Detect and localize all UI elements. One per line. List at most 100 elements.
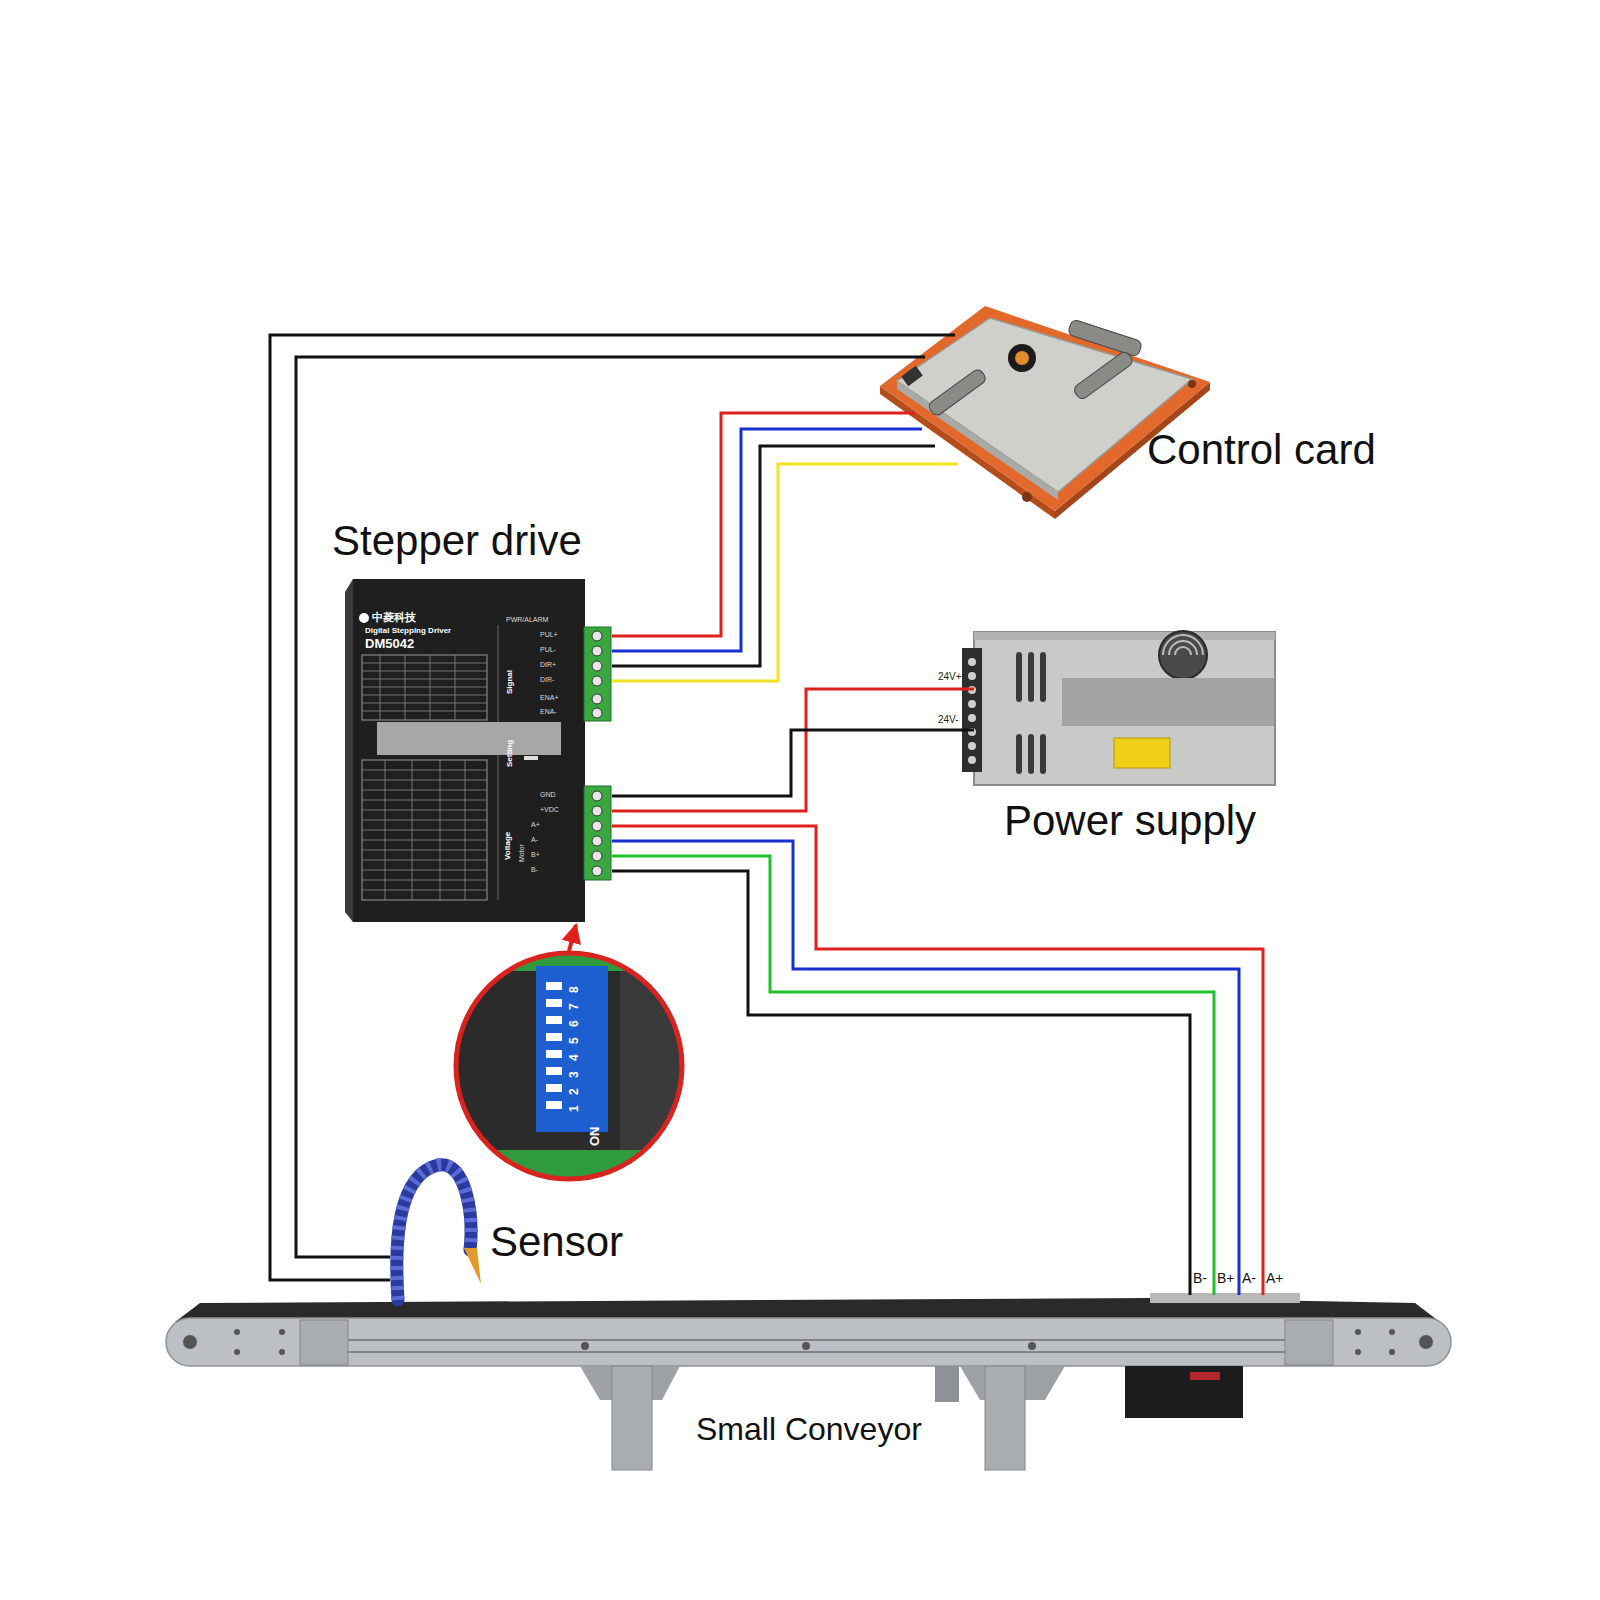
mount-hole — [1022, 492, 1032, 502]
dip-switch-mark: 8 — [568, 986, 582, 993]
terminal-strip — [454, 1150, 684, 1181]
drive-body — [353, 579, 585, 922]
section-label: Signal — [505, 670, 514, 694]
bolt — [1389, 1349, 1395, 1355]
warning-sticker — [1114, 738, 1170, 768]
pin-label: ENA+ — [540, 694, 558, 702]
zoom-view — [454, 951, 684, 1181]
card-logo — [1015, 351, 1029, 365]
dip-knob — [546, 1067, 562, 1075]
zoom-ring — [456, 953, 682, 1179]
drive-logo — [359, 613, 369, 623]
fan-grill — [1163, 635, 1203, 655]
hose-segments — [397, 1165, 471, 1300]
dip-knob — [546, 1033, 562, 1041]
dip-switch-mark: 1 — [568, 1105, 582, 1112]
pin-label: PUL+ — [540, 631, 558, 639]
dip-switch-mark: 2 — [568, 1088, 582, 1095]
pin-label: A+ — [531, 821, 540, 829]
vent-slot — [1028, 734, 1034, 774]
dip-switch-mark: 4 — [568, 1054, 582, 1061]
power-terminal — [584, 786, 611, 880]
bolt — [234, 1349, 240, 1355]
terminal-screw — [592, 676, 602, 686]
bolt — [234, 1329, 240, 1335]
wire-stub — [880, 445, 935, 448]
bolt — [1389, 1329, 1395, 1335]
pin-label: B- — [531, 866, 538, 874]
bolt — [802, 1342, 810, 1350]
motor-wire — [612, 826, 1263, 1295]
zoom-background — [454, 951, 684, 1181]
device-label: Sensor — [490, 1218, 623, 1266]
terminal-screw — [592, 791, 602, 801]
wire-stub — [880, 356, 925, 359]
leg-clamp — [935, 1366, 959, 1402]
section-label: Motor — [518, 844, 526, 862]
sensor-wire — [270, 335, 880, 1280]
sensor-hose — [397, 1165, 471, 1300]
control-card: Control card — [880, 306, 1210, 511]
dip-knob — [546, 1084, 562, 1092]
sensor-tip — [464, 1248, 481, 1284]
roller-hole — [1419, 1335, 1433, 1349]
product-type: Digital Stepping Driver — [365, 626, 451, 635]
wire-stub — [880, 428, 922, 431]
sensor-wire — [296, 357, 880, 1257]
indicator-label: PWR/ALARM — [506, 616, 548, 624]
mount-hole — [1188, 380, 1196, 388]
pin-label: PUL- — [540, 646, 556, 654]
card-housing-side — [897, 381, 1058, 500]
db-connector — [1067, 319, 1142, 357]
terminal-screw — [592, 708, 602, 718]
wire-stub — [880, 463, 958, 466]
stepper-motor — [1125, 1366, 1243, 1418]
pin-label: ENA- — [540, 708, 557, 716]
motor-tag — [1190, 1372, 1220, 1380]
pin-label: A- — [531, 836, 538, 844]
dip-switch-mark: 7 — [568, 1003, 582, 1010]
device-label: Control card — [1147, 426, 1376, 474]
db-connector — [1072, 350, 1134, 401]
bolt — [1028, 1342, 1036, 1350]
motor-pin-label: B- — [1193, 1270, 1207, 1286]
wire-stub — [880, 412, 915, 415]
dip-knob — [546, 1050, 562, 1058]
pin-label: GND — [540, 791, 556, 799]
device-label: Power supply — [1004, 797, 1256, 845]
terminal-screw — [592, 694, 602, 704]
signal-wire — [612, 429, 880, 651]
terminal-screw — [592, 851, 602, 861]
bolt — [279, 1349, 285, 1355]
terminal-screw — [592, 836, 602, 846]
power-wire — [612, 689, 974, 811]
db-connector — [927, 368, 988, 418]
table-grid — [362, 655, 487, 720]
table-grid — [362, 760, 487, 900]
rail-slot — [345, 1340, 1290, 1352]
vent-slot — [1016, 652, 1022, 702]
conveyor: Small Conveyor — [166, 1295, 1451, 1470]
motor-pin-label: A- — [1242, 1270, 1256, 1286]
pin-label: +VDC — [540, 806, 559, 814]
terminal-screw — [968, 672, 976, 680]
terminal-screw — [592, 821, 602, 831]
current-table — [362, 655, 487, 720]
signal-wire — [612, 446, 880, 666]
terminal-screw — [592, 866, 602, 876]
card-logo — [1008, 344, 1036, 372]
bolt — [279, 1329, 285, 1335]
dip-switch-mark: ON — [588, 1127, 603, 1147]
dip-mark — [524, 756, 538, 760]
drive-housing — [620, 971, 684, 1150]
motor-pin-label: A+ — [1266, 1270, 1284, 1286]
vent-slot — [1040, 734, 1046, 774]
conveyor-rail — [166, 1318, 1451, 1366]
device-label: Small Conveyor — [696, 1411, 922, 1448]
brand-name: 中菱科技 — [372, 611, 416, 624]
motor-wire — [612, 856, 1214, 1295]
motor-wire — [612, 871, 1190, 1295]
